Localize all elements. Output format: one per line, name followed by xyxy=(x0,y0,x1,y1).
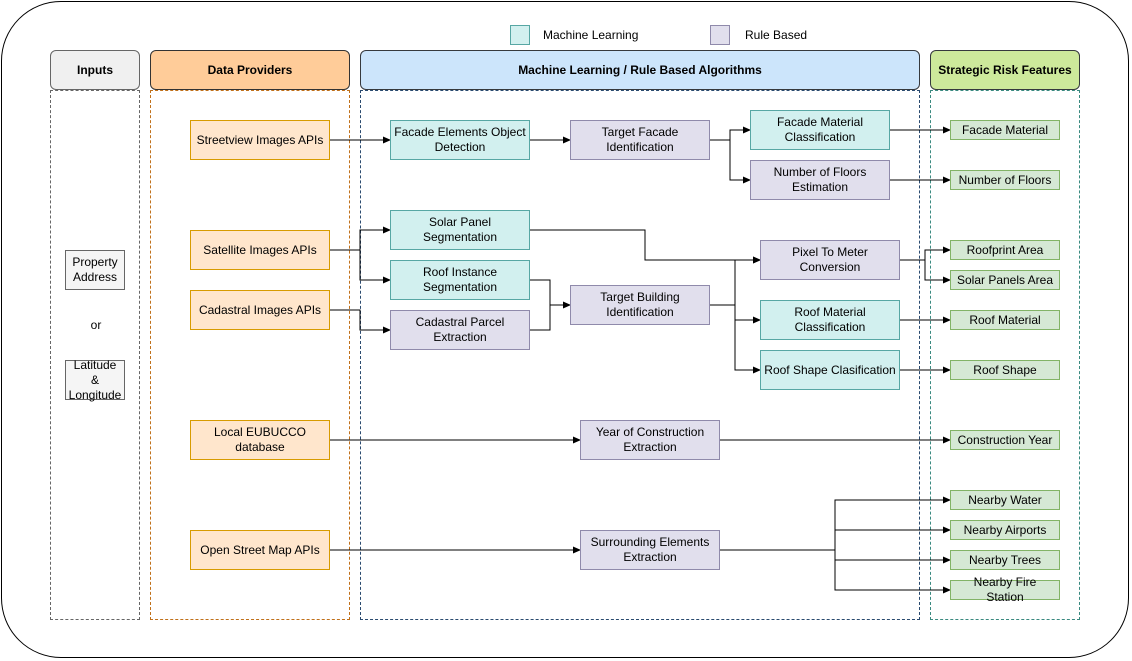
algo-roof-shape: Roof Shape Clasification xyxy=(760,350,900,390)
providers-lane xyxy=(150,90,350,620)
algo-solar-segmentation: Solar Panel Segmentation xyxy=(390,210,530,250)
algo-target-building: Target Building Identification xyxy=(570,285,710,325)
provider-streetview: Streetview Images APIs xyxy=(190,120,330,160)
algo-surrounding-extraction: Surrounding Elements Extraction xyxy=(580,530,720,570)
feature-nearby-fire-station: Nearby Fire Station xyxy=(950,575,1060,604)
provider-satellite: Satellite Images APIs xyxy=(190,230,330,270)
legend-ml-swatch xyxy=(510,25,530,45)
algo-pixel-to-meter: Pixel To Meter Conversion xyxy=(760,240,900,280)
providers-header: Data Providers xyxy=(150,50,350,90)
inputs-header: Inputs xyxy=(50,50,140,90)
feature-roof-material: Roof Material xyxy=(950,310,1060,330)
algo-roof-segmentation: Roof Instance Segmentation xyxy=(390,260,530,300)
legend-rule-label: Rule Based xyxy=(745,28,808,42)
feature-roof-shape: Roof Shape xyxy=(950,360,1060,380)
algo-year-extraction: Year of Construction Extraction xyxy=(580,420,720,460)
algorithms-lane xyxy=(360,90,920,620)
legend-ml-label: Machine Learning xyxy=(543,28,639,42)
feature-facade-material: Facade Material xyxy=(950,120,1060,140)
provider-cadastral: Cadastral Images APIs xyxy=(190,290,330,330)
feature-nearby-trees: Nearby Trees xyxy=(950,550,1060,570)
legend-rule-swatch xyxy=(710,25,730,45)
input-lat-lon: Latitude & Longitude xyxy=(65,358,125,402)
feature-roofprint-area: Roofprint Area xyxy=(950,240,1060,260)
algorithms-header: Machine Learning / Rule Based Algorithms xyxy=(360,50,920,90)
algo-facade-detection: Facade Elements Object Detection xyxy=(390,120,530,160)
provider-osm: Open Street Map APIs xyxy=(190,530,330,570)
algo-floors-estimation: Number of Floors Estimation xyxy=(750,160,890,200)
features-lane xyxy=(930,90,1080,620)
input-property-address: Property Address xyxy=(65,250,125,290)
feature-nearby-water: Nearby Water xyxy=(950,490,1060,510)
input-or-label: or xyxy=(90,318,102,332)
algo-facade-material: Facade Material Classification xyxy=(750,110,890,150)
algo-roof-material: Roof Material Classification xyxy=(760,300,900,340)
feature-solar-panels-area: Solar Panels Area xyxy=(950,270,1060,290)
feature-nearby-airports: Nearby Airports xyxy=(950,520,1060,540)
algo-cadastral-parcel: Cadastral Parcel Extraction xyxy=(390,310,530,350)
feature-construction-year: Construction Year xyxy=(950,430,1060,450)
features-header: Strategic Risk Features xyxy=(930,50,1080,90)
algo-target-facade: Target Facade Identification xyxy=(570,120,710,160)
feature-number-of-floors: Number of Floors xyxy=(950,170,1060,190)
inputs-lane xyxy=(50,90,140,620)
provider-eubucco: Local EUBUCCO database xyxy=(190,420,330,460)
